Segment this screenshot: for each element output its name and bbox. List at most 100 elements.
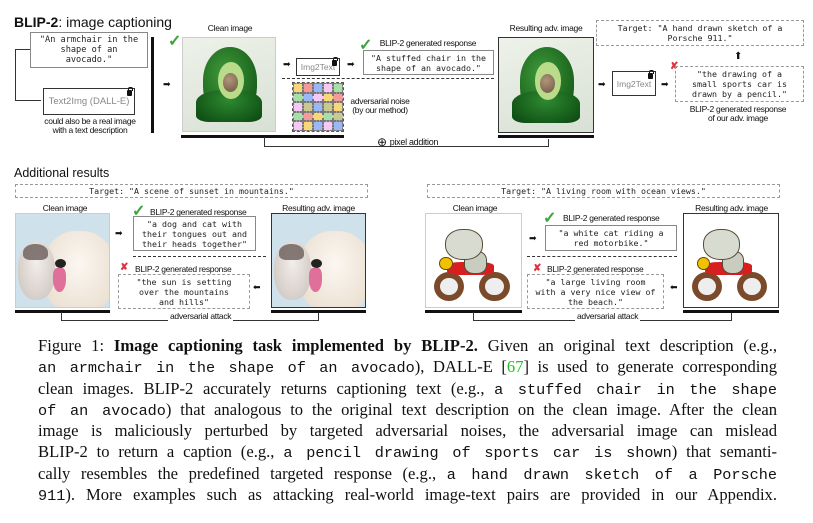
real-image-note: could also be a real image with a text d… [44, 116, 136, 135]
title-task: : image captioning [58, 14, 172, 30]
noise-cell [303, 102, 313, 112]
connector-line [61, 312, 62, 321]
connector-line [548, 139, 549, 147]
noise-cell [313, 111, 323, 122]
adv-response-box: "a large living room with a very nice vi… [527, 274, 664, 309]
noise-cell [323, 111, 333, 122]
arrow-left-icon: ⬅ [253, 282, 261, 292]
noise-cell [293, 83, 303, 93]
arrow-right-icon: ➡ [163, 79, 171, 89]
clean-response-box: "a white cat riding a red motorbike." [545, 225, 677, 251]
pixel-addition-text: pixel addition [389, 136, 439, 147]
cross-icon: ✘ [533, 263, 542, 274]
response-label: BLIP-2 generated response [135, 264, 232, 274]
caption-text: cally resembles the predefined targeted … [38, 463, 447, 483]
adv-avocado-chair-image [498, 37, 594, 133]
caption-text: Figure 1: [38, 336, 114, 355]
underline-bar [181, 135, 344, 138]
arrow-right-icon: ➡ [283, 59, 291, 69]
adv-image-label: Resulting adv. image [282, 203, 355, 213]
connector-line [264, 146, 548, 147]
noise-cell [293, 92, 303, 103]
caption-text: image is maliciously perturbed by target… [38, 421, 777, 441]
clean-cat-motorbike-image [425, 213, 522, 308]
caption-text: ), DALL-E [ [414, 357, 507, 377]
noise-cell [313, 102, 323, 112]
clean-image-label: Clean image [42, 203, 88, 213]
arrow-right-icon: ➡ [347, 59, 355, 69]
caption-line: of an avocado) that analogous to the ori… [38, 399, 777, 420]
adv-image-label: Resulting adv. image [695, 203, 768, 213]
noise-cell [293, 102, 303, 112]
underline-bar [498, 135, 594, 138]
target-box: Target: "A living room with ocean views.… [427, 184, 780, 198]
img2text-model-box: Img2Text [612, 70, 656, 96]
underline-bar [271, 310, 366, 313]
noise-cell [333, 111, 343, 122]
noise-cell [333, 102, 343, 112]
arrow-right-icon: ➡ [598, 79, 606, 89]
clean-image-label: Clean image [207, 23, 253, 33]
underline-bar [15, 310, 110, 313]
caption-line: an armchair in the shape of an avocado),… [38, 356, 777, 377]
figure-title: BLIP-2: image captioning [14, 14, 172, 30]
caption-bold-text: Image captioning task implemented by BLI… [113, 336, 478, 355]
connector-line [731, 313, 732, 321]
noise-cell [303, 92, 313, 103]
arrow-right-icon: ➡ [529, 233, 537, 243]
cross-icon: ✘ [120, 262, 129, 273]
check-icon: ✓ [359, 37, 373, 54]
noise-cell [333, 121, 343, 131]
noise-cell [303, 111, 313, 122]
connector-line [15, 100, 41, 101]
check-icon: ✓ [132, 203, 146, 220]
noise-cell [313, 92, 323, 103]
adv-response-box: "the drawing of a small sports car is dr… [675, 66, 804, 102]
caption-text: ). More examples such as attacking real-… [65, 485, 777, 505]
caption-line: 911). More examples such as attacking re… [38, 484, 777, 505]
arrow-up-icon: ⬆ [734, 51, 743, 62]
connector-line [473, 312, 474, 321]
noise-cell [313, 83, 323, 93]
check-icon: ✓ [168, 33, 182, 50]
noise-cell [303, 121, 313, 131]
caption-line: cally resembles the predefined targeted … [38, 463, 777, 484]
noise-cell [303, 83, 313, 93]
noise-cell [333, 83, 343, 93]
text2img-label: Text2Img (DALL-E) [48, 96, 130, 107]
noise-cell [293, 121, 303, 131]
lock-icon [648, 70, 654, 79]
caption-code-text: a hand drawn sketch of a Porsche [446, 465, 777, 484]
caption-line: Figure 1: Image captioning task implemen… [38, 335, 777, 356]
noise-cell [293, 111, 303, 122]
figure-caption: Figure 1: Image captioning task implemen… [38, 335, 777, 505]
connector-line [15, 49, 30, 50]
input-text-box: "An armchair in the shape of an avocado.… [30, 32, 148, 68]
response-label: BLIP-2 generated response [150, 207, 247, 217]
lock-icon [332, 57, 338, 66]
check-icon: ✓ [543, 210, 557, 227]
caption-code-text: an armchair in the shape of an avocado [38, 359, 415, 378]
dashed-divider [527, 256, 677, 257]
noise-cell [323, 92, 333, 103]
citation-link[interactable]: 67 [506, 357, 524, 377]
connector-line [264, 137, 265, 147]
adversarial-attack-label: adversarial attack [168, 311, 234, 321]
connector-line [15, 49, 16, 101]
caption-line: BLIP-2 to return a caption (e.g., a penc… [38, 441, 777, 462]
arrow-right-icon: ➡ [661, 79, 669, 89]
caption-text: clean images. BLIP-2 accurately returns … [38, 378, 495, 398]
clean-image-label: Clean image [452, 203, 498, 213]
img2text-model-box: Img2Text [296, 57, 340, 76]
img2text-label: Img2Text [616, 78, 652, 89]
underline-bar [683, 310, 779, 313]
connector-line [318, 313, 319, 321]
cross-icon: ✘ [670, 61, 679, 72]
noise-cell [313, 121, 323, 131]
adversarial-noise-grid [292, 82, 344, 132]
noise-cell [323, 102, 333, 112]
caption-text: Given an original text description (e.g.… [477, 336, 778, 355]
caption-text: BLIP-2 to return a caption (e.g., [38, 442, 284, 462]
adv-image-label: Resulting adv. image [509, 23, 583, 33]
caption-text: ) that analogous to the original text de… [165, 399, 778, 419]
